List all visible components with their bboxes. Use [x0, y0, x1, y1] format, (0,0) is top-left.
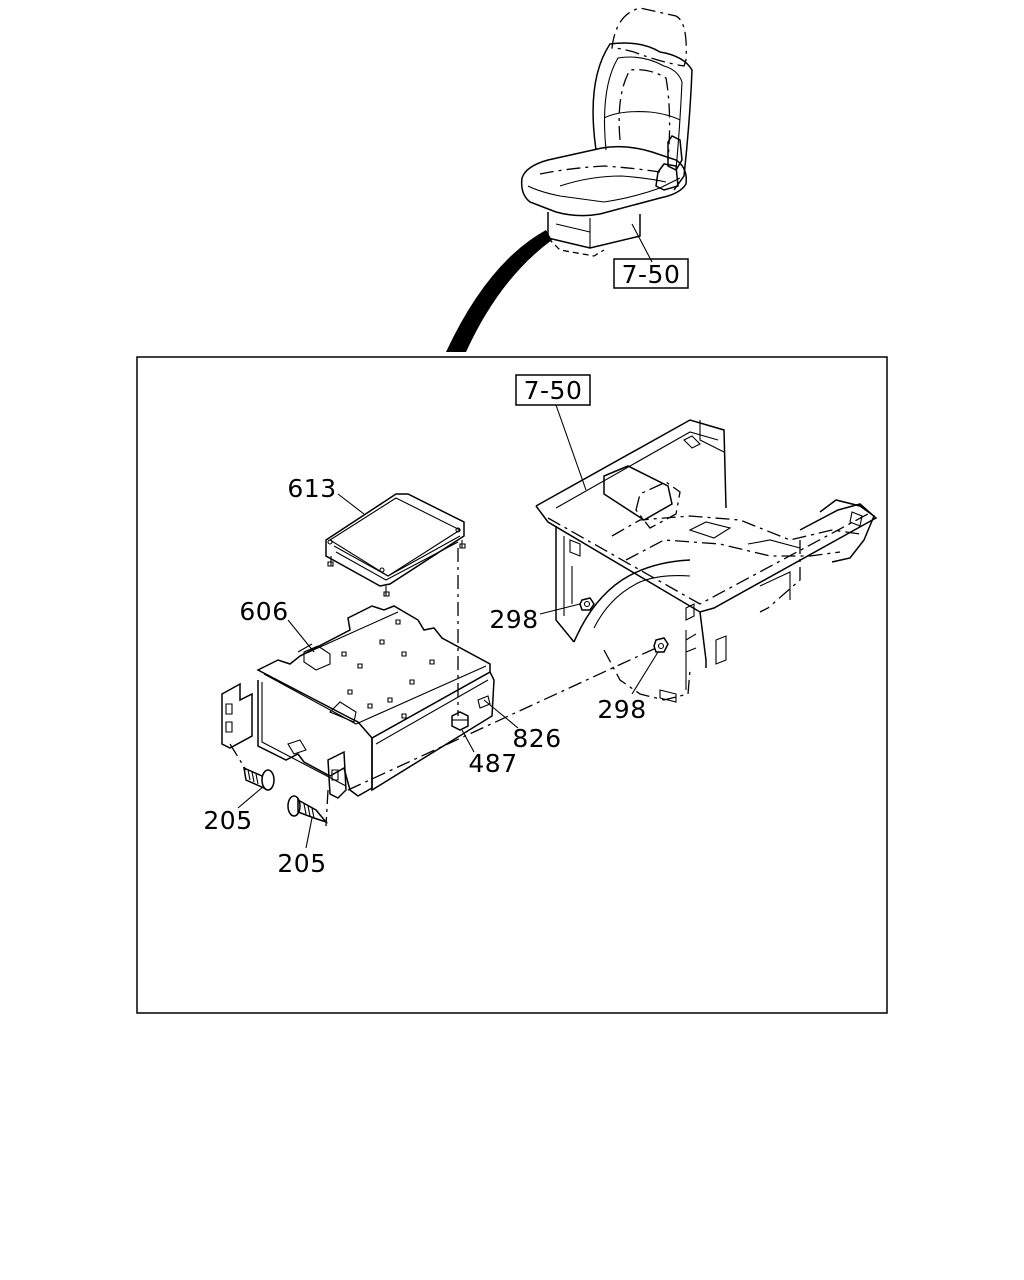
ecu-module [326, 494, 465, 596]
callout-205-left: 205 [203, 806, 252, 835]
detail-reference-label: 7-50 [524, 376, 583, 405]
callout-487: 487 [468, 749, 517, 778]
detail-pointer-wedge [446, 230, 552, 352]
seat-reference-box: 7-50 [614, 259, 688, 289]
screw-left-205 [244, 768, 274, 790]
callout-613: 613 [287, 474, 336, 503]
callout-826: 826 [512, 724, 561, 753]
detail-frame [137, 357, 887, 1013]
nut-upper-298 [580, 598, 594, 610]
callout-606: 606 [239, 597, 288, 626]
seat-reference-label: 7-50 [622, 260, 681, 289]
callout-205-bottom: 205 [277, 849, 326, 878]
screw-bottom-205 [288, 796, 326, 822]
mounting-bracket [222, 606, 494, 798]
callout-298-lower: 298 [597, 695, 646, 724]
nut-bracket-487 [452, 712, 468, 730]
nut-lower-298 [654, 638, 668, 652]
seat-frame [536, 420, 876, 702]
detail-reference-box: 7-50 [516, 375, 590, 490]
callout-298-upper: 298 [489, 605, 538, 634]
seat-illustration [522, 8, 692, 262]
assembly-lines [230, 548, 656, 826]
leader-lines [238, 494, 658, 848]
